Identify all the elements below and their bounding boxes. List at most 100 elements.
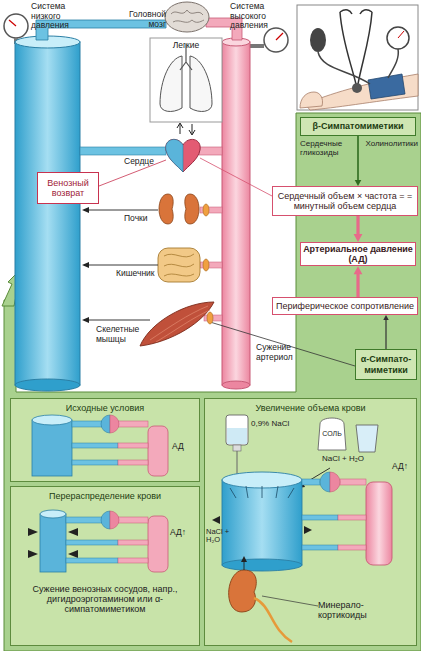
organ-circulation [82, 207, 89, 213]
volume-increase-illustration [237, 451, 238, 474]
process-box: Сердечный объем × частота = = минутный о… [272, 186, 418, 216]
redistribution-illustration [148, 516, 168, 572]
node-text: Венозный возврат [40, 178, 96, 198]
volume-increase-illustration [244, 560, 245, 570]
initial-state-illustration [72, 421, 102, 427]
volume-increase-illustration [230, 486, 294, 498]
bp-measurement-illustration [297, 5, 418, 110]
organ-circulation [84, 210, 158, 211]
arrow-head [354, 234, 363, 242]
redistribution-illustration [66, 517, 102, 523]
initial-state-illustration [101, 415, 110, 433]
brain-illustration [165, 2, 209, 32]
lungs-illustration [160, 56, 182, 111]
node-text: β-Симпатомиметики [312, 121, 403, 131]
node-text: α-Симпато-миметики [358, 354, 414, 374]
pressure-gauge [250, 44, 264, 48]
volume-increase-illustration [302, 479, 320, 485]
initial-state-illustration [32, 420, 72, 476]
organ-circulation [158, 248, 200, 282]
connector-arrow [357, 136, 359, 181]
organ-label: Кишечник [116, 269, 160, 279]
lungs-illustration [189, 124, 195, 135]
pressure-label: АД [172, 442, 198, 452]
lungs-illustration [177, 123, 183, 134]
pressure-gauge [4, 14, 28, 38]
heart-illustration [166, 139, 183, 172]
redistribution-illustration [66, 540, 118, 545]
organ-circulation [84, 320, 150, 321]
artery-cylinder [199, 147, 222, 155]
vein-cylinder [80, 147, 166, 155]
scenario-panel: Увеличение объема крови [204, 398, 417, 646]
process-box: Венозный возврат [37, 172, 99, 204]
leader-line [210, 322, 355, 366]
organ-label: Головной мозг [122, 10, 166, 29]
node-text: Увеличение объема крови [255, 403, 365, 413]
heart-illustration [166, 139, 200, 172]
organ-label: Скелетные мышцы [96, 325, 146, 344]
pressure-label: АД↑ [170, 528, 198, 538]
brain-illustration [171, 10, 204, 22]
volume-increase-illustration [227, 428, 247, 444]
volume-increase-illustration [222, 480, 302, 565]
volume-increase-illustration [356, 425, 378, 452]
drug-box: α-Симпато-миметики [355, 349, 417, 380]
volume-increase-illustration [222, 559, 302, 571]
hormone-label: Минерало-кортикоиды [318, 600, 402, 620]
arrow-head [383, 315, 389, 320]
organ-circulation [164, 254, 194, 276]
pressure-gauge [276, 33, 283, 40]
volume-increase-illustration [302, 545, 338, 550]
bp-measurement-illustration [387, 27, 409, 49]
initial-state-illustration [118, 443, 148, 448]
leader-line [200, 158, 272, 196]
formula-label: NaCl + H₂O [206, 528, 236, 545]
organ-circulation [140, 302, 214, 346]
bp-measurement-illustration [398, 31, 404, 38]
initial-state-illustration [148, 426, 168, 476]
volume-increase-illustration [298, 481, 305, 488]
process-box: Периферическое сопротивление [272, 297, 418, 315]
redistribution-illustration [40, 510, 66, 518]
bp-measurement-illustration [352, 83, 362, 93]
drug-label: Холинолитики [360, 140, 418, 149]
salt-label: СОЛЬ [318, 430, 346, 438]
redistribution-illustration [28, 510, 168, 572]
initial-state-illustration [72, 443, 118, 448]
bp-measurement-illustration [368, 74, 405, 99]
organ-circulation [82, 194, 222, 346]
initial-state-illustration [118, 421, 148, 427]
lungs-illustration [150, 38, 222, 135]
green-frame [4, 113, 421, 651]
volume-increase-illustration [338, 515, 366, 520]
organ-circulation [203, 259, 209, 271]
organ-circulation [159, 194, 173, 224]
initial-state-illustration [32, 415, 168, 476]
vein-cylinder [15, 20, 166, 391]
lungs-illustration [190, 56, 212, 111]
redistribution-illustration [101, 511, 110, 529]
node-text: Исходные условия [66, 403, 144, 413]
node-text: Артериальное давление (АД) [303, 244, 413, 264]
initial-state-illustration [32, 415, 72, 425]
volume-increase-illustration [212, 415, 392, 642]
arrow-head [354, 266, 363, 274]
organ-circulation [185, 194, 199, 224]
volume-increase-illustration [300, 468, 330, 486]
heart-illustration [166, 139, 200, 172]
volume-increase-illustration [330, 472, 340, 492]
solution-label: 0,9% NaCl [251, 420, 291, 429]
drug-box: β-Симпатомиметики [300, 117, 416, 136]
initial-state-illustration [72, 460, 118, 465]
volume-increase-illustration [233, 445, 241, 451]
node-text: Периферическое сопротивление [276, 301, 414, 311]
drug-label: Сердечные гликозиды [300, 140, 352, 158]
artery-cylinder [222, 42, 250, 385]
volume-increase-illustration [340, 479, 366, 485]
bp-measurement-illustration [388, 49, 398, 78]
volume-increase-illustration [338, 545, 366, 550]
